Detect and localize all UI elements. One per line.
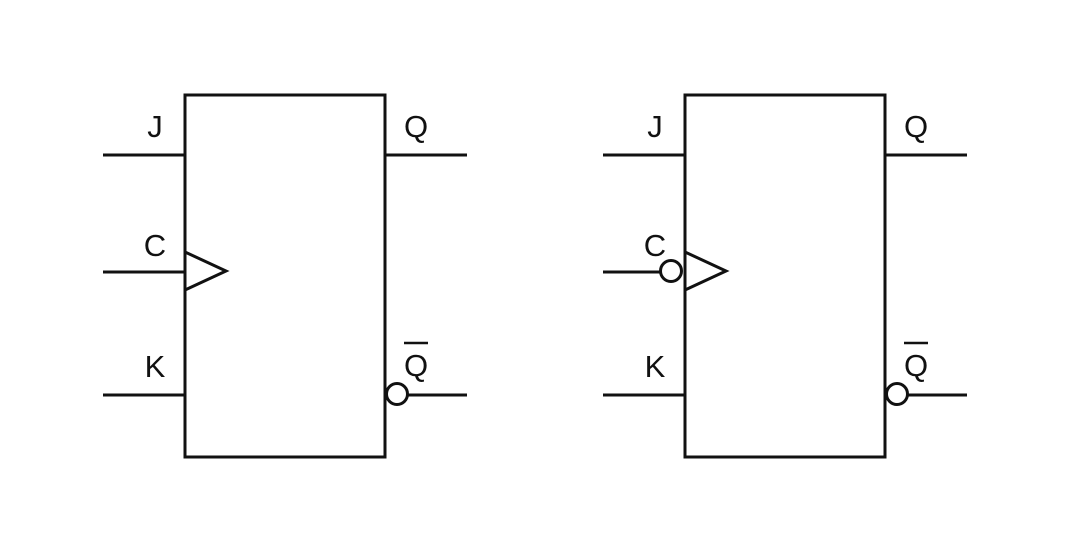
q-label: Q (404, 109, 428, 144)
clock-label: C (144, 228, 166, 263)
qbar-label: Q (404, 348, 428, 383)
j-label: J (647, 109, 663, 144)
q-label: Q (904, 109, 928, 144)
jk-flipflop-falling-edge: J C K Q Q (603, 93, 967, 459)
clock-label: C (644, 228, 666, 263)
j-label: J (147, 109, 163, 144)
k-label: K (645, 349, 666, 384)
clock-triangle-icon (684, 250, 730, 292)
clock-inversion-bubble-icon (659, 259, 683, 283)
jk-flipflop-rising-edge: J C K Q Q (103, 93, 467, 459)
qbar-inversion-bubble-icon (885, 382, 909, 406)
flipflop-body (183, 93, 387, 459)
clock-triangle-icon (184, 250, 230, 292)
qbar-label: Q (904, 348, 928, 383)
k-label: K (145, 349, 166, 384)
flipflop-body (683, 93, 887, 459)
qbar-inversion-bubble-icon (385, 382, 409, 406)
